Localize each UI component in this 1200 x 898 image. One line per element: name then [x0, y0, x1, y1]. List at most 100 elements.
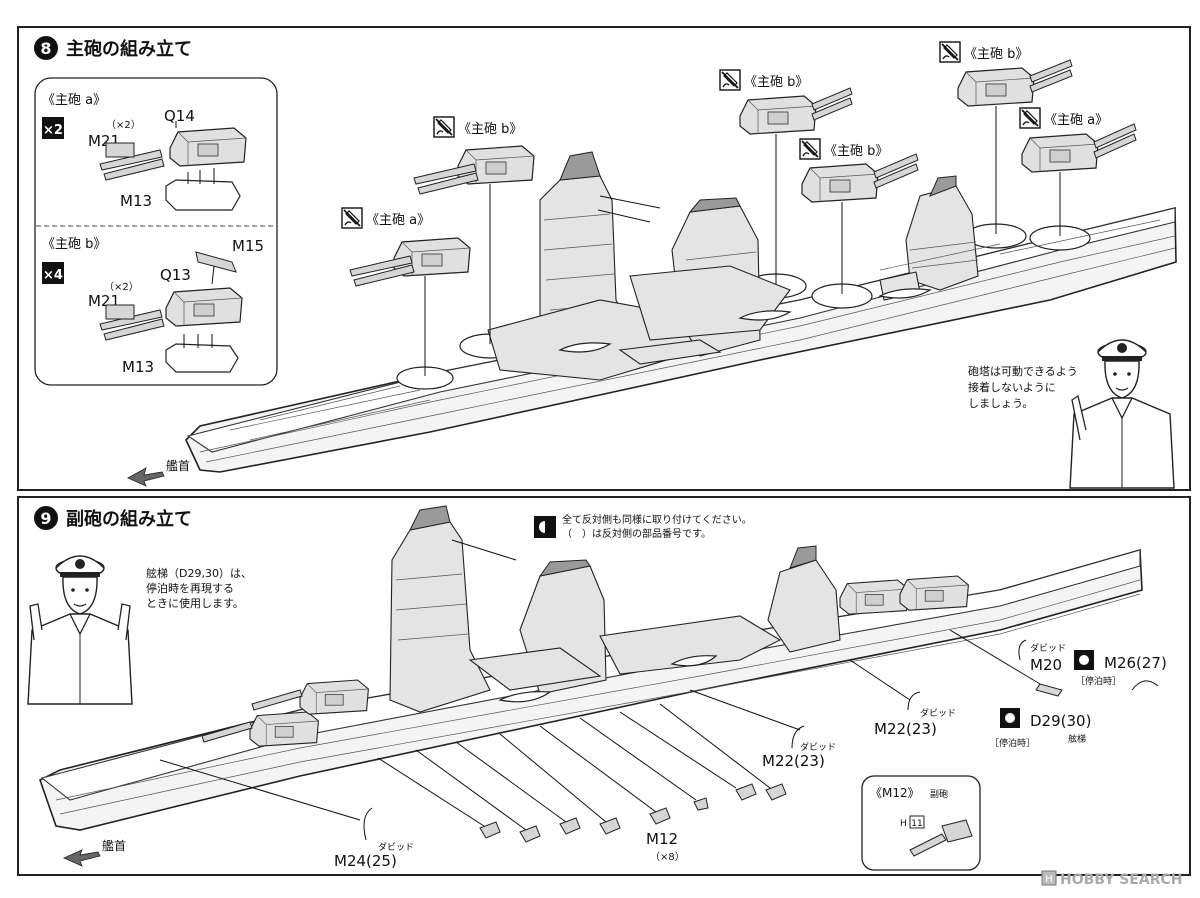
glue-icon [341, 207, 363, 229]
instructor-8: 砲塔は可動できるよう 接着しないように しましょう。 [968, 339, 1175, 489]
watermark-logo-icon [1041, 870, 1057, 886]
note-9-line-2: 停泊時を再現する [146, 581, 234, 595]
reverse-side-icon [534, 516, 556, 538]
part-m12-qty: （×8） [650, 851, 685, 863]
inset-b-turret-drawing [99, 251, 243, 373]
davit-label-2: ダビッド [920, 707, 956, 719]
bow-label-9: 艦首 [102, 839, 126, 853]
multiplier-a: ×2 [43, 123, 63, 138]
multiplier-a-badge [42, 117, 64, 139]
notice-line-1: 全て反対側も同様に取り付けてください。 [562, 513, 752, 526]
davit-label-1: ダビッド [1030, 642, 1066, 654]
step-9-panel: 9 副砲の組み立て 全て反対側も同様に取り付けてください。 （ ）は反対側の部品… [17, 496, 1191, 876]
turret-placement-b-fwd: 《主砲 b》 [413, 116, 535, 344]
note-9-line-3: ときに使用します。 [146, 597, 244, 610]
m12-detail-box: 《M12》 副砲 H 11 [861, 775, 981, 871]
part-d29: D29(30) [1030, 712, 1091, 730]
glue-icon [799, 138, 821, 160]
arrow-left-icon [63, 849, 101, 867]
battleship-step-8 [185, 151, 1177, 473]
turret-placement-b-4: 《主砲 b》 [799, 138, 919, 294]
bow-indicator-8: 艦首 [127, 459, 190, 487]
part-labels-9: ダビッド M20 M26(27) ［停泊時］ ダビッド M22(23) D29(… [334, 639, 1167, 870]
note-8-line-2: 接着しないように [968, 380, 1056, 394]
note-8-line-3: しましょう。 [968, 397, 1033, 410]
part-m22-a: M22(23) [874, 720, 937, 738]
part-m13-a: M13 [120, 192, 152, 210]
qty-x2-a: （×2） [106, 119, 141, 131]
glue-icon [1019, 107, 1041, 129]
inset-a-heading: 《主砲 a》 [42, 93, 106, 108]
battleship-step-9 [39, 505, 1143, 843]
inset-type-a: 《主砲 a》 ×2 Q14 （×2） M21 M13 [42, 93, 247, 211]
step-8-header: 8 主砲の組み立て [34, 36, 192, 60]
note-9-line-1: 舷梯（D29,30）は、 [146, 566, 252, 580]
bow-indicator-9: 艦首 [63, 839, 126, 867]
step-8-frame [17, 26, 1191, 491]
turret-placement-a-fwd: 《主砲 a》 [341, 207, 471, 376]
part-m22-b: M22(23) [762, 752, 825, 770]
secondary-gun-parts [479, 783, 787, 843]
watermark: H HOBBY SEARCH [1041, 870, 1182, 888]
moored-label-1: ［停泊時］ [1076, 675, 1121, 687]
glue-icon [939, 41, 961, 63]
davit-label-3: ダビッド [800, 741, 836, 753]
turret-placement-a-aft: 《主砲 a》 [1019, 107, 1137, 236]
funnel-8 [629, 197, 791, 357]
step-8-number-badge [34, 36, 58, 60]
turret-label-6: 《主砲 a》 [1044, 113, 1108, 128]
instructor-figure-icon [27, 555, 133, 705]
inset-type-b: 《主砲 b》 ×4 M15 （×2） Q13 M21 M13 [42, 237, 264, 376]
reverse-side-notice: 全て反対側も同様に取り付けてください。 （ ）は反対側の部品番号です。 [534, 513, 752, 540]
part-m12: M12 [646, 830, 678, 848]
m12-detail-title: 《M12》 [870, 786, 920, 800]
m12-detail-sub: 副砲 [930, 788, 948, 800]
inset-a-turret-drawing [99, 121, 247, 211]
part-q14: Q14 [164, 107, 195, 125]
part-m15: M15 [232, 237, 264, 255]
part-m24: M24(25) [334, 852, 397, 870]
turret-inset-box: 《主砲 a》 ×2 Q14 （×2） M21 M13 [34, 77, 278, 386]
m12-detail-num: 11 [911, 819, 922, 829]
step-9-number-badge [34, 506, 58, 530]
glue-icon [719, 69, 741, 91]
step-9-frame [17, 496, 1191, 876]
part-q13: Q13 [160, 266, 191, 284]
m12-detail-part: H [900, 819, 907, 829]
deck-details-8 [229, 219, 1161, 441]
turret-label-5: 《主砲 b》 [964, 47, 1028, 62]
superstructure-9 [389, 505, 841, 713]
turret-placement-b-5: 《主砲 b》 [939, 41, 1073, 234]
watermark-mark: H [1045, 874, 1053, 885]
reverse-side-icon [1000, 708, 1020, 728]
qty-x2-b: （×2） [104, 281, 139, 293]
reverse-side-icon [1074, 650, 1094, 670]
instructor-figure-icon [1069, 339, 1175, 489]
step-8-title: 主砲の組み立て [66, 38, 192, 60]
inset-b-heading: 《主砲 b》 [42, 237, 106, 252]
moored-label-2: ［停泊時］ [990, 737, 1035, 749]
watermark-brand: HOBBY SEARCH [1060, 872, 1182, 888]
part-m13-b: M13 [122, 358, 154, 376]
arrow-left-icon [127, 467, 165, 487]
part-m20: M20 [1030, 656, 1062, 674]
instructor-9: 舷梯（D29,30）は、 停泊時を再現する ときに使用します。 [27, 555, 252, 705]
multiplier-b: ×4 [43, 268, 63, 283]
bow-label-8: 艦首 [166, 459, 190, 473]
part-m26: M26(27) [1104, 654, 1167, 672]
ladder-label: 舷梯 [1068, 733, 1086, 745]
multiplier-b-badge [42, 262, 64, 284]
step-9-header: 9 副砲の組み立て [34, 506, 192, 530]
turret-label-1: 《主砲 a》 [366, 213, 430, 228]
turret-label-3: 《主砲 b》 [744, 75, 808, 90]
secondary-gun-leaders [159, 629, 1041, 831]
turret-label-2: 《主砲 b》 [458, 122, 522, 137]
glue-icon [433, 116, 455, 138]
turret-placement-b-3: 《主砲 b》 [719, 69, 853, 284]
inset-frame [34, 77, 278, 386]
note-8-line-1: 砲塔は可動できるよう [968, 364, 1078, 378]
step-9-number: 9 [40, 509, 51, 528]
turret-label-4: 《主砲 b》 [824, 144, 888, 159]
boats-8 [558, 288, 932, 353]
davit-label-4: ダビッド [378, 841, 414, 853]
